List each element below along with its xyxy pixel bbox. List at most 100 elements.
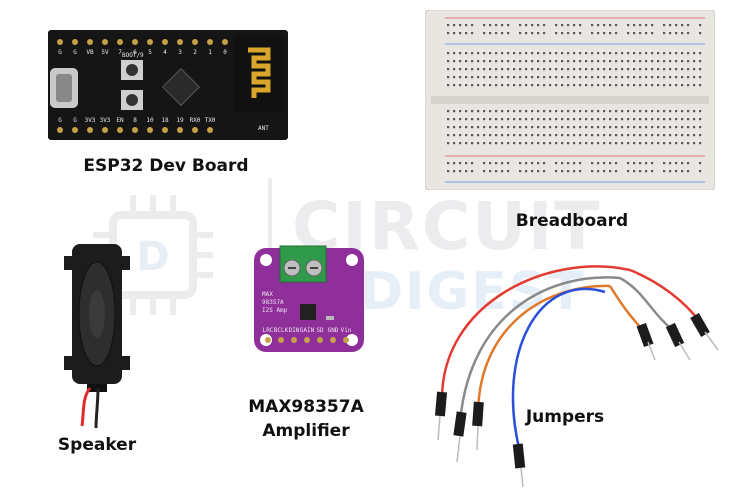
breadboard-hole <box>657 84 660 87</box>
breadboard-hole <box>615 110 618 113</box>
breadboard-hole <box>549 76 552 79</box>
breadboard-hole <box>471 52 474 55</box>
breadboard-hole <box>699 126 702 129</box>
breadboard-hole <box>639 126 642 129</box>
breadboard-hole <box>699 32 702 35</box>
breadboard-hole <box>513 126 516 129</box>
breadboard-hole <box>459 84 462 87</box>
breadboard-hole <box>591 68 594 71</box>
breadboard-hole <box>669 126 672 129</box>
amplifier-pin-label: BCLK <box>274 327 289 334</box>
breadboard-hole <box>549 110 552 113</box>
breadboard-hole <box>561 52 564 55</box>
breadboard-hole <box>699 134 702 137</box>
breadboard-hole <box>519 76 522 79</box>
breadboard-hole <box>579 68 582 71</box>
breadboard-hole <box>555 60 558 63</box>
breadboard-hole <box>477 118 480 121</box>
breadboard-hole <box>483 170 486 173</box>
breadboard-hole <box>591 170 594 173</box>
breadboard-hole <box>543 84 546 87</box>
breadboard-hole <box>537 32 540 35</box>
breadboard-hole <box>681 24 684 27</box>
breadboard-hole <box>687 68 690 71</box>
breadboard-hole <box>675 118 678 121</box>
breadboard-hole <box>591 142 594 145</box>
esp32-pin-label: 3 <box>178 49 182 56</box>
breadboard-hole <box>681 110 684 113</box>
breadboard-hole <box>537 134 540 137</box>
amplifier-pin-label: DIN <box>289 327 300 334</box>
breadboard-hole <box>669 60 672 63</box>
breadboard-hole <box>507 162 510 165</box>
breadboard-hole <box>657 60 660 63</box>
breadboard-hole <box>483 76 486 79</box>
breadboard-hole <box>657 110 660 113</box>
breadboard-hole <box>543 52 546 55</box>
breadboard-hole <box>519 52 522 55</box>
breadboard-hole <box>693 142 696 145</box>
breadboard-hole <box>483 118 486 121</box>
breadboard-hole <box>489 68 492 71</box>
breadboard-hole <box>681 60 684 63</box>
breadboard-hole <box>591 76 594 79</box>
breadboard-hole <box>531 126 534 129</box>
breadboard-hole <box>525 68 528 71</box>
breadboard-hole <box>579 84 582 87</box>
breadboard-hole <box>501 142 504 145</box>
breadboard-hole <box>549 142 552 145</box>
breadboard-hole <box>477 84 480 87</box>
esp32-pin-label: 8 <box>133 117 137 124</box>
breadboard-hole <box>573 24 576 27</box>
breadboard-hole <box>663 170 666 173</box>
esp32-pin-label: 0 <box>223 49 227 56</box>
breadboard-hole <box>645 110 648 113</box>
breadboard-hole <box>447 126 450 129</box>
breadboard-hole <box>555 134 558 137</box>
breadboard-hole <box>669 134 672 137</box>
breadboard-hole <box>681 52 684 55</box>
breadboard-hole <box>651 118 654 121</box>
breadboard-hole <box>687 162 690 165</box>
breadboard-hole <box>699 118 702 121</box>
breadboard-hole <box>609 170 612 173</box>
breadboard-hole <box>531 24 534 27</box>
breadboard-hole <box>573 60 576 63</box>
breadboard-hole <box>465 126 468 129</box>
breadboard-hole <box>555 126 558 129</box>
breadboard-hole <box>609 162 612 165</box>
breadboard-hole <box>633 76 636 79</box>
amplifier-label-line2: Amplifier <box>262 421 350 441</box>
breadboard-hole <box>543 24 546 27</box>
breadboard-hole <box>567 84 570 87</box>
breadboard-hole <box>603 162 606 165</box>
breadboard-hole <box>651 134 654 137</box>
breadboard-hole <box>597 170 600 173</box>
breadboard-hole <box>639 68 642 71</box>
breadboard-hole <box>693 118 696 121</box>
breadboard-hole <box>609 84 612 87</box>
breadboard-hole <box>489 118 492 121</box>
breadboard-hole <box>675 110 678 113</box>
amplifier-pin-label: LRC <box>263 327 274 334</box>
breadboard-hole <box>579 118 582 121</box>
breadboard-hole <box>465 68 468 71</box>
breadboard-hole <box>459 142 462 145</box>
breadboard-hole <box>531 118 534 121</box>
breadboard-hole <box>459 118 462 121</box>
breadboard-hole <box>657 76 660 79</box>
breadboard-hole <box>651 32 654 35</box>
breadboard-hole <box>495 118 498 121</box>
breadboard-hole <box>639 134 642 137</box>
breadboard-hole <box>633 84 636 87</box>
breadboard-hole <box>525 134 528 137</box>
breadboard-hole <box>447 110 450 113</box>
breadboard-hole <box>525 24 528 27</box>
breadboard-hole <box>687 52 690 55</box>
breadboard-hole <box>639 162 642 165</box>
breadboard-hole <box>471 110 474 113</box>
breadboard-hole <box>579 126 582 129</box>
breadboard-hole <box>453 162 456 165</box>
breadboard-hole <box>645 126 648 129</box>
breadboard-hole <box>543 126 546 129</box>
